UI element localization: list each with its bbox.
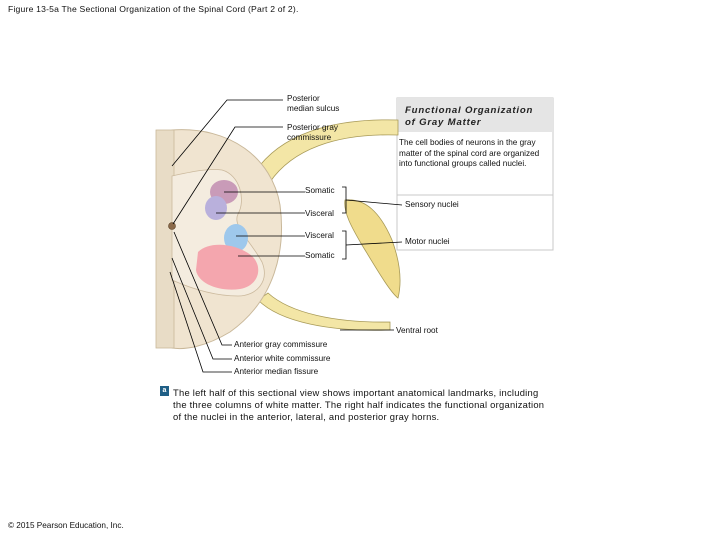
label-somatic-bottom: Somatic xyxy=(305,251,335,260)
label-visceral-top: Visceral xyxy=(305,209,334,218)
leader-anterior-white-commissure xyxy=(171,257,232,360)
leader-posterior-gray-commissure xyxy=(172,126,283,225)
label-anterior-gray-commissure: Anterior gray commissure xyxy=(234,340,328,349)
label-anterior-white-commissure: Anterior white commissure xyxy=(234,354,331,363)
leader-posterior-median-sulcus xyxy=(171,99,283,167)
visceral-motor-nucleus xyxy=(224,224,248,252)
dorsal-root xyxy=(254,119,399,183)
leader-sensory-nuclei xyxy=(345,199,403,206)
label-somatic-top: Somatic xyxy=(305,186,335,195)
label-motor-nuclei: Motor nuclei xyxy=(405,237,450,246)
panel-title: Functional Organization of Gray Matter xyxy=(405,105,534,128)
label-sensory-nuclei: Sensory nuclei xyxy=(405,200,459,209)
caption-text: The left half of this sectional view sho… xyxy=(173,387,545,422)
cut-edge xyxy=(155,129,175,349)
label-posterior-gray-commissure: Posterior gray commissure xyxy=(287,123,338,142)
leader-anterior-gray-commissure xyxy=(173,231,232,346)
leader-anterior-median-fissure xyxy=(169,271,232,373)
bracket-motor xyxy=(342,230,347,260)
caption-badge: a xyxy=(160,386,169,396)
panel-title-bg xyxy=(397,98,553,132)
visceral-sensory-nucleus xyxy=(205,196,227,220)
label-posterior-median-sulcus: Posterior median sulcus xyxy=(287,94,340,113)
central-canal xyxy=(168,222,176,230)
spinal-ganglion xyxy=(344,199,401,299)
copyright: © 2015 Pearson Education, Inc. xyxy=(8,521,124,530)
figure-title: Figure 13-5a The Sectional Organization … xyxy=(8,4,299,14)
ventral-root xyxy=(257,292,391,331)
label-visceral-bottom: Visceral xyxy=(305,231,334,240)
label-anterior-median-fissure: Anterior median fissure xyxy=(234,367,319,376)
leader-motor-nuclei xyxy=(345,241,403,246)
panel-description: The cell bodies of neurons in the gray m… xyxy=(399,138,540,168)
label-ventral-root: Ventral root xyxy=(396,326,438,335)
